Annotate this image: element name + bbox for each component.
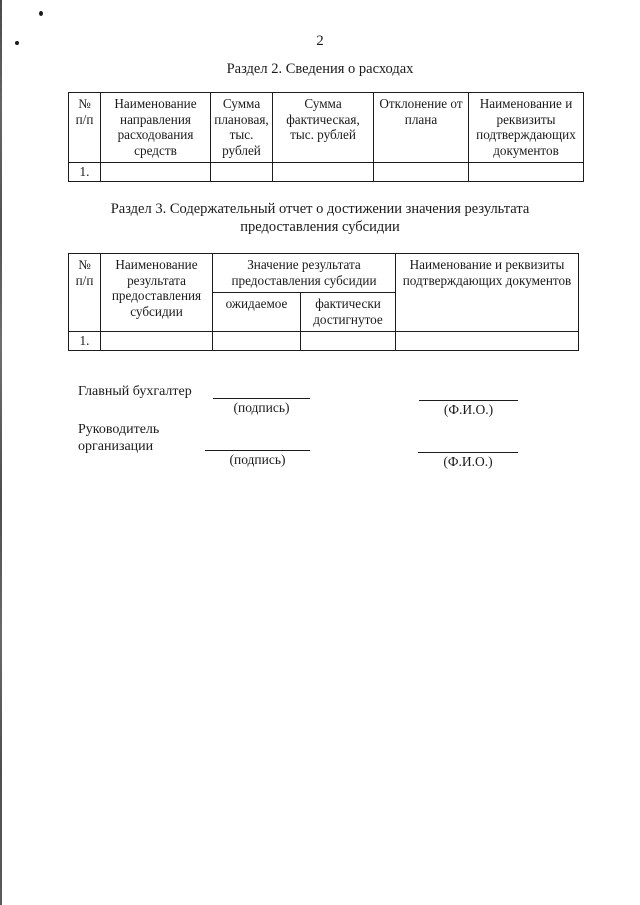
section-3-title: Раздел 3. Содержательный отчет о достиже…	[110, 201, 530, 235]
header-cell-direction: Наименование направления расходования ср…	[100, 92, 211, 163]
cell-direction[interactable]	[100, 162, 211, 182]
cell-actual-sum[interactable]	[272, 162, 374, 182]
header-number-line1: №	[78, 96, 91, 111]
signature-block: Главный бухгалтер (подпись) (Ф.И.О.) Рук…	[0, 0, 640, 469]
header-cell-deviation: Отклонение от плана	[373, 92, 469, 163]
table-row: 1.	[68, 331, 579, 351]
cell-deviation[interactable]	[373, 162, 469, 182]
section-2-title: Раздел 2. Сведения о расходах	[226, 61, 414, 77]
cell-row-number: 1.	[68, 331, 101, 351]
director-label-line1: Руководитель	[78, 422, 160, 437]
header-cell-documents: Наименование и реквизиты подтверждающих …	[395, 253, 579, 332]
header-cell-result-value-group: Значение результата предоставления субси…	[212, 253, 396, 293]
cell-planned-sum[interactable]	[210, 162, 273, 182]
results-table: № п/п Наименование результата предоставл…	[68, 253, 579, 351]
cell-achieved[interactable]	[300, 331, 396, 351]
expenses-table: № п/п Наименование направления расходова…	[68, 92, 584, 182]
header-cell-achieved: фактически достигнутое	[300, 292, 396, 332]
accountant-name-line[interactable]	[419, 400, 518, 401]
scan-speck-artifact	[39, 11, 43, 16]
cell-row-number: 1.	[68, 162, 101, 182]
table-row: 1.	[68, 162, 584, 182]
table-header-row-top: № п/п Наименование результата предоставл…	[68, 253, 579, 332]
page-number: 2	[316, 33, 324, 49]
cell-result-name[interactable]	[100, 331, 213, 351]
header-cell-number: № п/п	[68, 92, 101, 163]
cell-documents[interactable]	[468, 162, 584, 182]
accountant-name-caption: (Ф.И.О.)	[443, 402, 494, 417]
table-header-row: № п/п Наименование направления расходова…	[68, 92, 584, 163]
header-cell-actual-sum: Сумма фактическая, тыс. рублей	[272, 92, 374, 163]
director-signature-caption: (подпись)	[229, 452, 286, 467]
cell-documents[interactable]	[395, 331, 579, 351]
accountant-signature-caption: (подпись)	[233, 400, 290, 415]
table-header-row-sub: ожидаемое фактически достигнутое	[69, 292, 579, 332]
header-number-line2: п/п	[75, 111, 94, 127]
director-name-caption: (Ф.И.О.)	[443, 454, 493, 469]
director-name-line[interactable]	[418, 452, 518, 453]
director-label-line2: организации	[78, 439, 154, 454]
accountant-label: Главный бухгалтер	[78, 384, 192, 399]
scan-edge-artifact	[0, 0, 2, 905]
header-cell-documents: Наименование и реквизиты подтверждающих …	[468, 92, 584, 163]
header-number-line2: п/п	[75, 272, 94, 288]
scan-speck-artifact	[15, 41, 19, 45]
cell-expected[interactable]	[212, 331, 301, 351]
director-label: Руководитель организации	[78, 421, 208, 455]
accountant-signature-line[interactable]	[213, 398, 310, 399]
header-cell-expected: ожидаемое	[212, 292, 301, 332]
header-cell-result-name: Наименование результата предоставления с…	[100, 253, 213, 332]
header-cell-number: № п/п	[68, 253, 101, 332]
director-signature-line[interactable]	[205, 450, 310, 451]
header-number-line1: №	[78, 257, 91, 272]
